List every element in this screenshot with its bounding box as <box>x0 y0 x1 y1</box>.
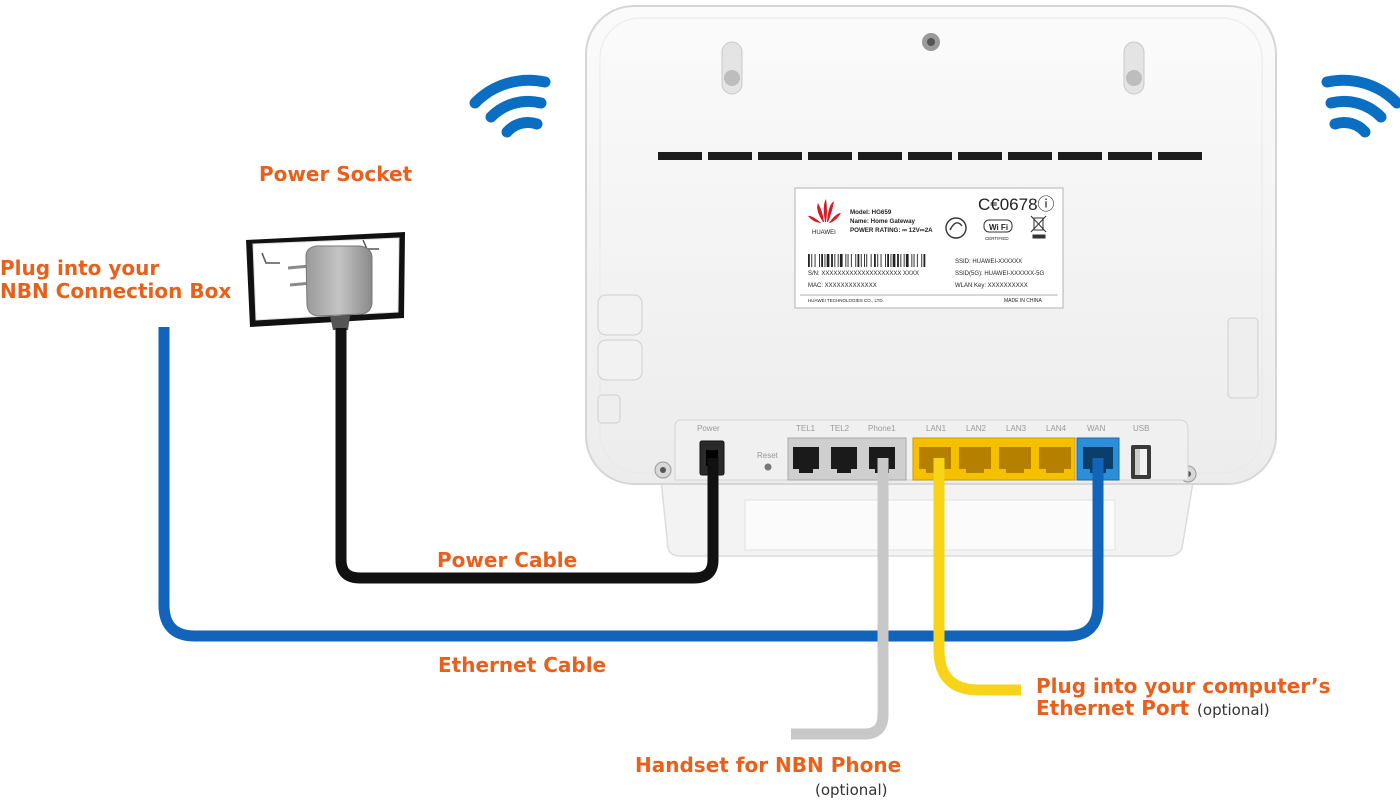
sticker-sn: S/N: XXXXXXXXXXXXXXXXXXXX XXXX <box>808 271 919 277</box>
ethernet-cable-label: Ethernet Cable <box>438 653 607 677</box>
power-cable <box>335 328 719 584</box>
sticker-ssid-5g: SSID(5G): HUAWEI-XXXXXX-5G <box>955 271 1044 277</box>
sticker-made-in: MADE IN CHINA <box>1004 298 1042 304</box>
nbn-box-label-line1: Plug into your <box>0 256 160 280</box>
ce-mark-icon: C€0678ⓘ <box>978 195 1055 214</box>
sticker-name: Name: Home Gateway <box>850 218 916 225</box>
port-label-tel1: TEL1 <box>796 424 816 433</box>
nbn-box-label-line2: NBN Connection Box <box>0 279 232 303</box>
wifi-signal-icon <box>469 74 551 138</box>
barcode-icon <box>808 254 926 267</box>
computer-port-label-line1: Plug into your computer’s <box>1036 674 1331 698</box>
port-label-power: Power <box>697 424 720 433</box>
vent-slot <box>1108 152 1152 160</box>
vent-slot <box>708 152 752 160</box>
wifi-logo-text: Wi Fi <box>989 223 1008 232</box>
lan-port <box>1039 447 1071 473</box>
handset-optional: (optional) <box>815 781 888 799</box>
wifi-certified-logo-icon: Wi Fi CERTIFIED <box>983 219 1013 241</box>
port-label-wan: WAN <box>1087 424 1106 433</box>
sticker-wlan-key: WLAN Key: XXXXXXXXXX <box>955 283 1028 289</box>
vent-slot <box>1058 152 1102 160</box>
wifi-certified-text: CERTIFIED <box>985 236 1009 241</box>
vent-slot <box>808 152 852 160</box>
sticker-power-rating: POWER RATING: ⎓ 12V⎓2A <box>850 227 933 234</box>
computer-port-optional: (optional) <box>1197 701 1270 719</box>
sticker-company: HUAWEI TECHNOLOGIES CO., LTD. <box>808 298 884 303</box>
tel-port <box>831 447 857 473</box>
port-label-lan2: LAN2 <box>966 424 987 433</box>
handset-label: Handset for NBN Phone <box>635 753 902 777</box>
usb-port <box>1131 445 1151 479</box>
computer-port-label-line2: Ethernet Port (optional) <box>1036 697 1270 722</box>
computer-port-label-text: Ethernet Port <box>1036 696 1190 720</box>
lan-port <box>999 447 1031 473</box>
tel-port <box>793 447 819 473</box>
port-label-reset: Reset <box>757 451 779 460</box>
power-cable-label: Power Cable <box>437 548 578 572</box>
huawei-logo-icon <box>808 199 841 223</box>
port-label-tel2: TEL2 <box>830 424 850 433</box>
power-adapter-icon <box>287 245 373 330</box>
port-label-lan4: LAN4 <box>1046 424 1067 433</box>
vent-slot <box>958 152 1002 160</box>
vent-slot <box>1008 152 1052 160</box>
lan-port <box>959 447 991 473</box>
phone-cable <box>791 458 889 740</box>
lan-cable <box>933 458 1021 696</box>
port-label-lan1: LAN1 <box>926 424 947 433</box>
vent-slot <box>908 152 952 160</box>
weee-bin-icon <box>1030 215 1047 239</box>
sticker-mac: MAC: XXXXXXXXXXXXX <box>808 283 877 289</box>
port-label-usb: USB <box>1133 424 1149 433</box>
router-label-sticker: HUAWEI Model: HG659 Name: Home Gateway P… <box>794 187 1064 309</box>
wifi-signal-icon <box>1321 74 1400 138</box>
power-socket-label: Power Socket <box>259 162 413 186</box>
port-label-phone: Phone1 <box>868 424 896 433</box>
vent-slot <box>658 152 702 160</box>
certification-logo-icon <box>945 217 967 239</box>
vent-slot <box>858 152 902 160</box>
router-ports: Power Reset TEL1 TEL2 Phone1 LAN1 LAN2 L… <box>697 424 1151 481</box>
sticker-model: Model: HG659 <box>850 209 892 216</box>
sticker-brand: HUAWEI <box>812 230 836 236</box>
vent-slot <box>758 152 802 160</box>
ethernet-cable <box>158 327 1104 642</box>
vent-slot <box>1158 152 1202 160</box>
sticker-ssid: SSID: HUAWEI-XXXXXX <box>955 259 1022 265</box>
port-label-lan3: LAN3 <box>1006 424 1027 433</box>
